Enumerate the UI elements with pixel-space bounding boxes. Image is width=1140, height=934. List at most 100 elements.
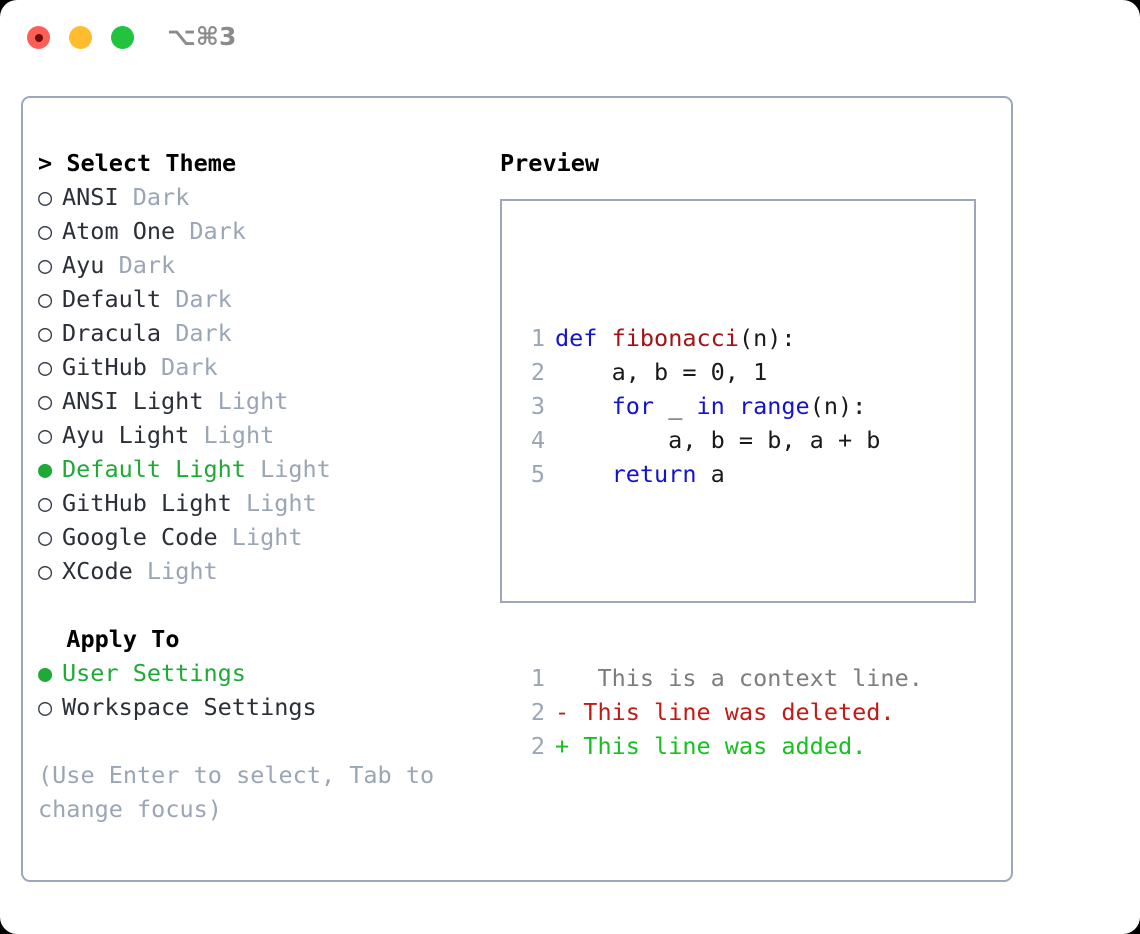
- code-token: return: [611, 460, 697, 488]
- theme-option-google-code[interactable]: ○ Google Code Light: [38, 520, 468, 554]
- code-token: _: [654, 392, 697, 420]
- theme-variant-tag: Dark: [161, 353, 218, 381]
- code-token: [555, 392, 612, 420]
- apply-to-option-label: User Settings: [62, 659, 246, 687]
- line-number: 2: [530, 698, 545, 726]
- code-token: range: [738, 392, 810, 420]
- theme-variant-tag: Dark: [118, 251, 176, 279]
- theme-list: ○ANSI Dark○Atom One Dark○Ayu Dark○Defaul…: [38, 180, 468, 588]
- theme-option-default[interactable]: ○Default Dark: [38, 282, 468, 316]
- apply-to-option-user-settings[interactable]: ● User Settings: [38, 656, 468, 690]
- diff-marker: +: [555, 732, 570, 760]
- radio-selected-icon: ●: [38, 455, 53, 483]
- code-token: (n):: [738, 324, 796, 352]
- theme-option-label: Default Light: [62, 455, 246, 483]
- theme-option-dracula[interactable]: ○ Dracula Dark: [38, 316, 468, 350]
- theme-option-label: Default: [62, 285, 162, 313]
- apply-to-option-workspace-settings[interactable]: ○ Workspace Settings: [38, 690, 468, 724]
- line-number: 2: [530, 732, 545, 760]
- code-token: in: [696, 392, 725, 420]
- code-token: [597, 324, 611, 352]
- code-token: a, b = b, a + b: [555, 426, 881, 454]
- apply-to-header-label: Apply To: [66, 625, 180, 653]
- close-window-button[interactable]: [27, 26, 50, 49]
- theme-variant-tag: Light: [245, 489, 317, 517]
- diff-line-ctx: 1 This is a context line.: [523, 661, 923, 695]
- theme-option-label: ANSI: [62, 183, 119, 211]
- diff-marker: [555, 664, 569, 692]
- theme-option-github-light[interactable]: ○ GitHub Light Light: [38, 486, 468, 520]
- theme-variant-tag: Light: [203, 421, 275, 449]
- apply-to-option-label: Workspace Settings: [62, 693, 317, 721]
- radio-unselected-icon: ○: [38, 183, 53, 211]
- theme-variant-tag: Dark: [189, 217, 246, 245]
- diff-line-del: 2- This line was deleted.: [523, 695, 923, 729]
- code-token: [725, 392, 739, 420]
- theme-option-default-light[interactable]: ● Default Light Light: [38, 452, 468, 486]
- hint-spacer: [38, 724, 468, 758]
- code-token: [555, 460, 612, 488]
- theme-dialog-panel: > Select Theme ○ANSI Dark○Atom One Dark○…: [21, 96, 1013, 882]
- code-token: fibonacci: [611, 324, 739, 352]
- code-line: 1 def fibonacci(n):: [523, 321, 923, 355]
- title-bar: ⌥⌘3: [0, 0, 1140, 78]
- line-number: 1: [530, 324, 545, 352]
- theme-option-label: GitHub Light: [62, 489, 232, 517]
- radio-unselected-icon: ○: [38, 319, 53, 347]
- keyboard-shortcut-label: ⌥⌘3: [167, 22, 237, 51]
- radio-unselected-icon: ○: [38, 693, 53, 721]
- code-line: 4 a, b = b, a + b: [523, 423, 923, 457]
- code-diff-gap: [523, 559, 923, 593]
- code-token: (n):: [809, 392, 867, 420]
- theme-option-label: ANSI Light: [62, 387, 204, 415]
- radio-unselected-icon: ○: [38, 285, 53, 313]
- theme-option-label: Google Code: [62, 523, 218, 551]
- diff-text: This line was deleted.: [569, 698, 895, 726]
- theme-variant-tag: Light: [231, 523, 303, 551]
- code-line: 5 return a: [523, 457, 923, 491]
- diff-text: This is a context line.: [569, 664, 923, 692]
- list-spacer: [38, 588, 468, 622]
- theme-option-ayu-light[interactable]: ○Ayu Light Light: [38, 418, 468, 452]
- select-theme-header-label: Select Theme: [66, 149, 237, 177]
- diff-sample: 1 This is a context line.2- This line wa…: [523, 661, 923, 763]
- code-token: for: [611, 392, 655, 420]
- radio-unselected-icon: ○: [38, 387, 53, 415]
- code-token: def: [555, 324, 598, 352]
- radio-selected-icon: ●: [38, 659, 53, 687]
- theme-option-ansi[interactable]: ○ ANSI Dark: [38, 180, 468, 214]
- line-number: 3: [530, 392, 545, 420]
- line-number: 5: [530, 460, 545, 488]
- radio-unselected-icon: ○: [38, 251, 53, 279]
- theme-option-atom-one[interactable]: ○Atom One Dark: [38, 214, 468, 248]
- diff-marker: -: [555, 698, 570, 726]
- theme-option-xcode[interactable]: ○XCode Light: [38, 554, 468, 588]
- preview-title: Preview: [500, 149, 600, 177]
- theme-variant-tag: Dark: [175, 319, 232, 347]
- theme-option-label: GitHub: [62, 353, 147, 381]
- code-line: 2 a, b = 0, 1: [523, 355, 923, 389]
- theme-variant-tag: Light: [146, 557, 218, 585]
- theme-variant-tag: Light: [260, 455, 331, 483]
- diff-text: This line was added.: [569, 732, 867, 760]
- radio-unselected-icon: ○: [38, 489, 53, 517]
- apply-to-list: ● User Settings ○ Workspace Settings: [38, 656, 468, 724]
- theme-option-ansi-light[interactable]: ○ ANSI Light Light: [38, 384, 468, 418]
- radio-unselected-icon: ○: [38, 523, 53, 551]
- theme-option-label: Dracula: [62, 319, 162, 347]
- minimize-window-button[interactable]: [69, 26, 92, 49]
- theme-list-column: > Select Theme ○ANSI Dark○Atom One Dark○…: [38, 146, 468, 826]
- theme-option-github[interactable]: ○GitHub Dark: [38, 350, 468, 384]
- line-number: 2: [530, 358, 545, 386]
- theme-variant-tag: Light: [217, 387, 289, 415]
- theme-option-label: Ayu Light: [62, 421, 190, 449]
- theme-variant-tag: Dark: [132, 183, 190, 211]
- radio-unselected-icon: ○: [38, 557, 53, 585]
- theme-option-ayu[interactable]: ○Ayu Dark: [38, 248, 468, 282]
- maximize-window-button[interactable]: [111, 26, 134, 49]
